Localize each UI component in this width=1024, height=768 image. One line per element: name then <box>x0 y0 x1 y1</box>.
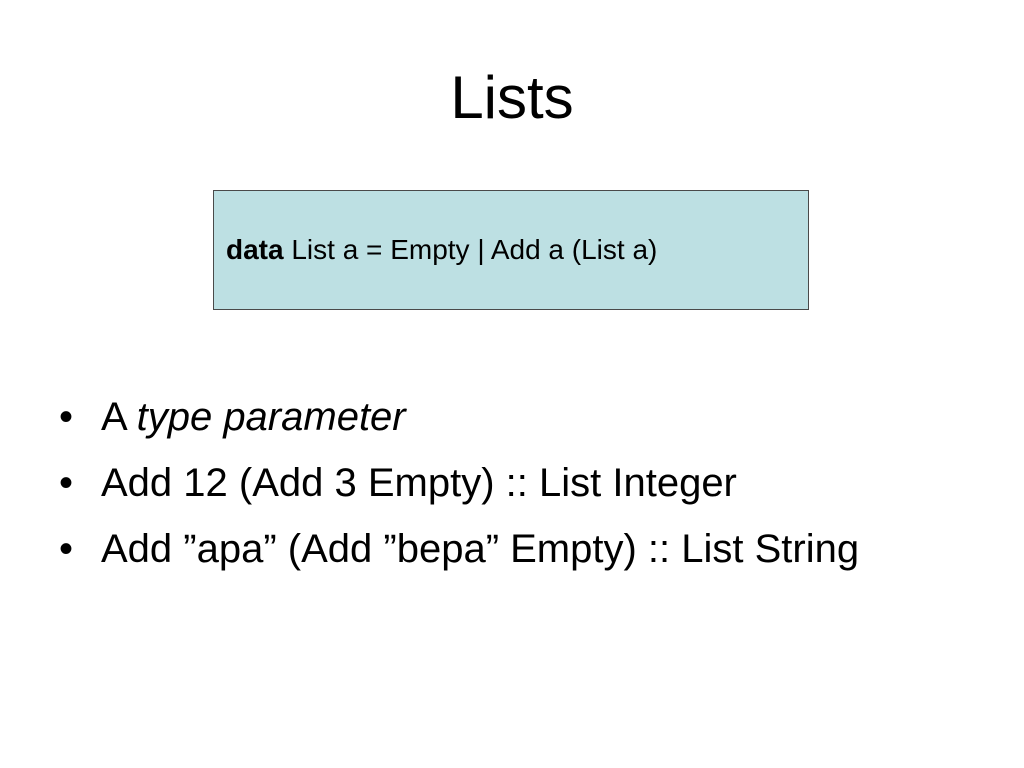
bullet-list: • A type parameter • Add 12 (Add 3 Empty) … <box>56 384 859 582</box>
bullet-text: Add ”apa” (Add ”bepa” Empty) :: List Str… <box>101 527 860 571</box>
code-definition-text: List a = Empty | Add a (List a) <box>283 234 658 265</box>
code-line: data List a = Empty | Add a (List a) <box>226 233 657 267</box>
slide-title: Lists <box>450 64 574 131</box>
bullet-item-type-parameter: • A type parameter <box>56 384 859 450</box>
bullet-dot-icon: • <box>58 527 73 571</box>
bullet-text: A <box>101 395 137 439</box>
bullet-item-list-integer: • Add 12 (Add 3 Empty) :: List Integer <box>56 450 859 516</box>
code-definition-box: data List a = Empty | Add a (List a) <box>213 190 809 310</box>
bullet-text: Add 12 (Add 3 Empty) :: List Integer <box>101 461 737 505</box>
code-keyword: data <box>226 234 284 265</box>
bullet-italic-text: type parameter <box>136 395 406 439</box>
bullet-item-list-string: • Add ”apa” (Add ”bepa” Empty) :: List St… <box>56 516 859 582</box>
bullet-dot-icon: • <box>58 461 73 505</box>
bullet-dot-icon: • <box>58 395 73 439</box>
